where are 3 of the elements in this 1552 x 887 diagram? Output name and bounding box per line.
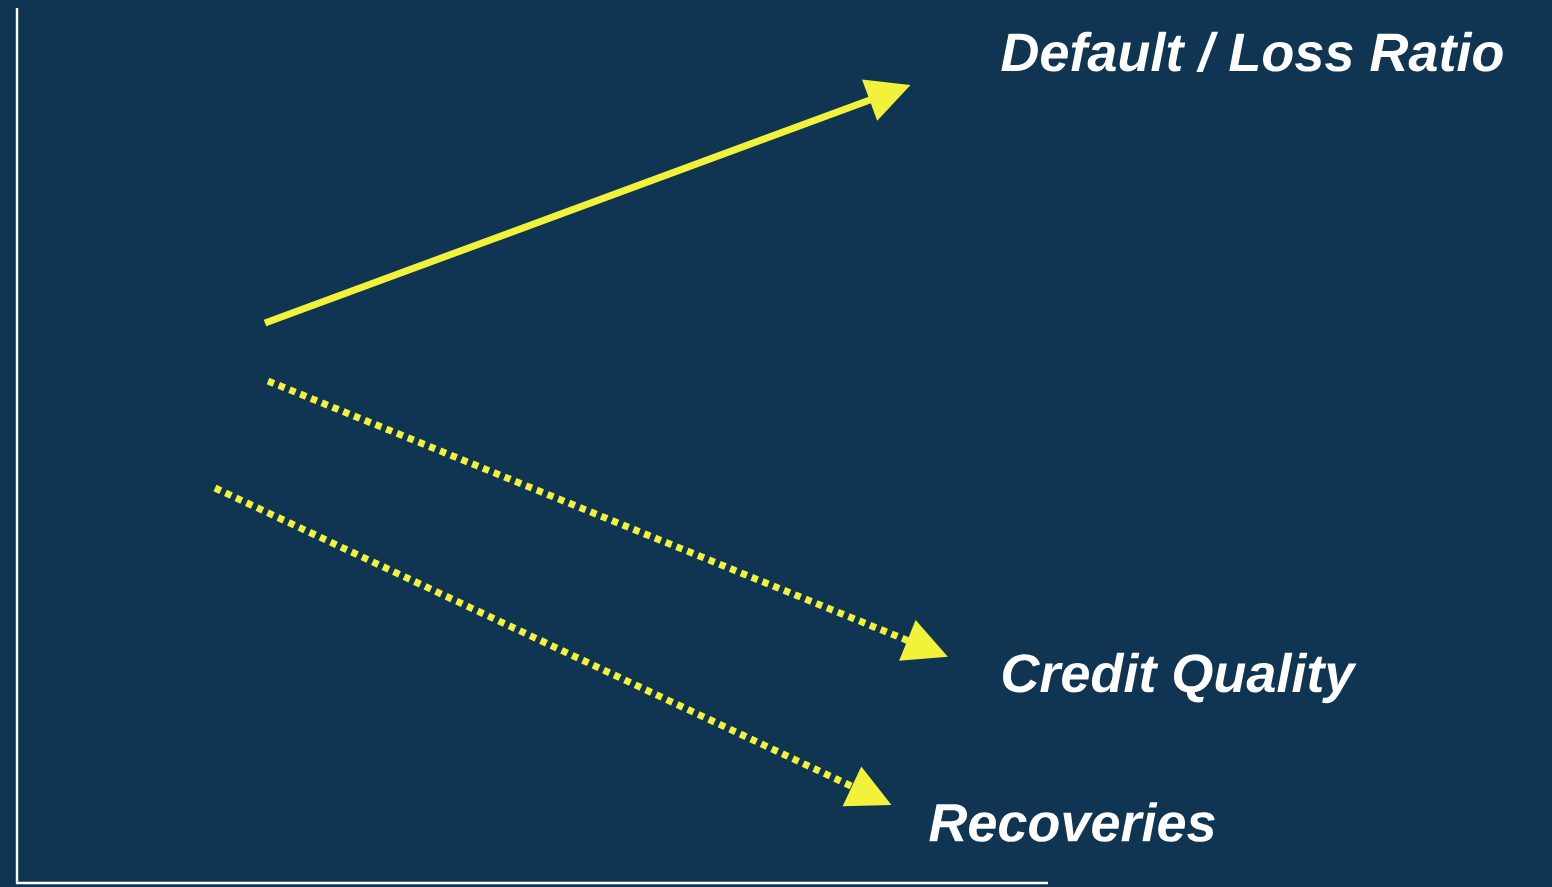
label-text: Credit Quality: [1003, 652, 1357, 704]
label-text: Recoveries: [929, 802, 1215, 842]
label-text: Default / Loss Ratio: [1001, 31, 1503, 73]
